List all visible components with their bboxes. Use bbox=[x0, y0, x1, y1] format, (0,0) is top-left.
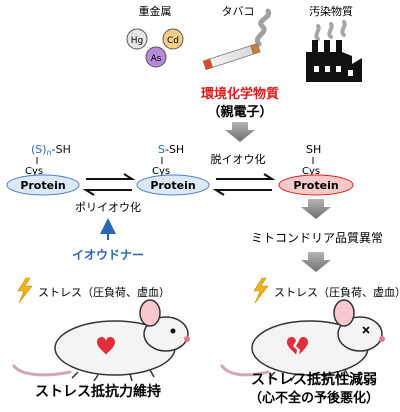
factory-icon bbox=[306, 20, 362, 82]
right-arrow-icon bbox=[216, 173, 276, 180]
broken-heart-icon bbox=[287, 336, 308, 356]
mouse-left-icon bbox=[12, 299, 190, 382]
lightning-icon bbox=[253, 277, 269, 304]
protein-right: SH Cys Protein bbox=[278, 143, 354, 196]
cys-label-left: Cys bbox=[25, 166, 43, 177]
polysulfidation-label: ポリイオウ化 bbox=[75, 200, 141, 214]
right-result-label-2: （心不全の予後悪化） bbox=[249, 390, 379, 406]
heavy-metal-label: 重金属 bbox=[139, 4, 172, 18]
lightning-icon bbox=[17, 277, 33, 304]
stress-note-left-text: ストレス（圧負荷、虚血） bbox=[38, 285, 170, 299]
stress-note-left: ストレス（圧負荷、虚血） bbox=[17, 277, 170, 304]
protein-left: (S)n-SH Cys Protein bbox=[6, 143, 80, 196]
hg-atom-icon bbox=[126, 28, 148, 50]
stress-note-right: ストレス（圧負荷、虚血） bbox=[253, 277, 400, 304]
protein-right-shape bbox=[278, 174, 354, 196]
cigarette-icon bbox=[202, 8, 272, 71]
heart-icon bbox=[97, 336, 115, 355]
persulfide-group: S-SH bbox=[158, 143, 184, 156]
as-symbol: As bbox=[151, 54, 162, 64]
electrophile-subtitle: （親電子） bbox=[207, 104, 272, 120]
protein-middle-label: Protein bbox=[150, 179, 195, 192]
left-arrow-icon bbox=[212, 189, 272, 196]
cd-symbol: Cd bbox=[167, 36, 179, 46]
environmental-chemicals-title: 環境化学物質 bbox=[201, 86, 279, 102]
tobacco-label: タバコ bbox=[222, 5, 255, 18]
protein-middle: S-SH Cys Protein bbox=[136, 143, 210, 196]
down-arrow-icon bbox=[301, 199, 331, 219]
mouse-right-icon bbox=[220, 299, 385, 382]
mitochondrial-quality-label: ミトコンドリア品質異常 bbox=[251, 230, 383, 245]
pollutant-label: 汚染物質 bbox=[309, 4, 353, 18]
pollutant-source: 汚染物質 bbox=[306, 4, 362, 82]
cys-label-right: Cys bbox=[302, 166, 320, 177]
as-atom-icon bbox=[145, 46, 167, 68]
protein-middle-shape bbox=[136, 174, 210, 196]
heavy-metal-source: 重金属 Hg Cd As bbox=[126, 4, 184, 68]
cross-eye-icon bbox=[362, 326, 370, 334]
hg-symbol: Hg bbox=[131, 36, 143, 46]
down-arrow-icon bbox=[301, 252, 331, 272]
protein-right-label: Protein bbox=[293, 179, 338, 192]
protein-left-shape bbox=[6, 174, 80, 196]
right-arrow-icon bbox=[86, 173, 136, 180]
equilibrium-arrows-right bbox=[212, 173, 276, 196]
right-result-label-1: ストレス抵抗性減弱 bbox=[251, 371, 377, 388]
desulfuration-label: 脱イオウ化 bbox=[211, 152, 266, 166]
cys-label-middle: Cys bbox=[152, 166, 170, 177]
down-arrow-icon bbox=[225, 122, 255, 142]
left-result-label: ストレス抵抗力維持 bbox=[35, 383, 161, 400]
protein-left-label: Protein bbox=[20, 179, 65, 192]
tobacco-source: タバコ bbox=[202, 5, 272, 71]
thiol-group: SH bbox=[306, 143, 321, 156]
equilibrium-arrows-left bbox=[82, 173, 136, 196]
left-arrow-icon bbox=[82, 189, 132, 196]
cd-atom-icon bbox=[162, 28, 184, 50]
stress-note-right-text: ストレス（圧負荷、虚血） bbox=[274, 285, 400, 299]
polysulfide-group-s: (S)n-SH bbox=[31, 143, 71, 157]
sulfur-donor-label: イオウドナー bbox=[72, 248, 144, 262]
